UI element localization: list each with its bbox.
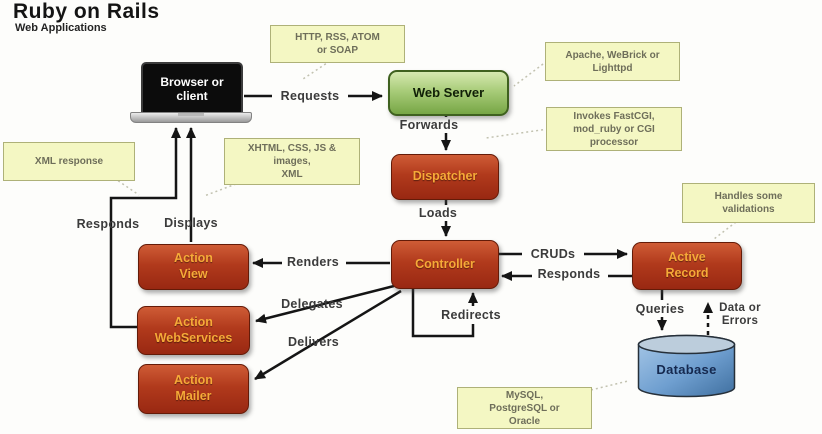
note-invokes: Invokes FastCGI, mod_ruby or CGI process… (546, 107, 682, 151)
edge-label-renders: Renders (286, 255, 340, 269)
arrow-delivers (254, 289, 402, 381)
edge-label-requests: Requests (280, 89, 340, 103)
edge-label-delegates: Delegates (281, 297, 343, 311)
action-webservices-label-line1: Action (174, 314, 213, 329)
action-view-label-line1: Action (174, 251, 213, 266)
action-mailer-label-line2: Mailer (175, 389, 212, 403)
note-link-validations (713, 221, 737, 240)
browser-label-line1: Browser or (160, 74, 224, 89)
note-validations: Handles some validations (682, 183, 815, 223)
action-view-label-line2: View (179, 267, 208, 281)
note-line: MySQL, (505, 389, 544, 401)
note-link-servers (513, 60, 548, 87)
note-servers: Apache, WeBrick or Lighttpd (545, 42, 680, 81)
node-active-record: Active Record (632, 242, 742, 290)
note-link-assets (203, 183, 237, 197)
edge-label-cruds: CRUDs (530, 247, 576, 261)
node-action-view: Action View (138, 244, 249, 290)
laptop-base-icon (130, 112, 252, 123)
note-line: mod_ruby or CGI (573, 123, 655, 135)
node-dispatcher: Dispatcher (391, 154, 499, 200)
edge-label-redirects: Redirects (441, 308, 501, 322)
database-label: Database (656, 362, 717, 377)
note-line: or SOAP (316, 45, 359, 56)
note-line: images, (273, 156, 311, 167)
edge-label-responds-left: Responds (76, 217, 140, 231)
node-controller: Controller (391, 240, 499, 289)
controller-label: Controller (415, 256, 475, 271)
action-webservices-label-line2: WebServices (154, 330, 233, 345)
edge-label-data-or-errors: Data or Errors (714, 302, 766, 328)
edge-label-queries: Queries (635, 302, 685, 316)
data-or-errors-line2: Errors (721, 315, 759, 328)
note-line: Apache, WeBrick or (565, 49, 660, 61)
dispatcher-label: Dispatcher (412, 169, 478, 184)
action-mailer-label-line1: Action (174, 373, 213, 388)
note-xml-response: XML response (3, 142, 135, 181)
arrow-responds-left (109, 127, 181, 329)
edge-label-responds-right: Responds (537, 267, 601, 281)
note-line: PostgreSQL or (489, 402, 560, 414)
note-link-protocols (302, 60, 331, 80)
note-link-databases (590, 380, 629, 391)
data-or-errors-line1: Data or (719, 302, 761, 314)
note-line: validations (722, 204, 775, 215)
diagram-subtitle: Web Applications (15, 22, 107, 34)
note-line: HTTP, RSS, ATOM (295, 32, 380, 43)
database-cylinder-icon (637, 334, 736, 398)
edge-label-displays: Displays (164, 216, 218, 230)
note-line: XHTML, CSS, JS & (247, 143, 337, 154)
edge-label-loads: Loads (418, 206, 458, 220)
note-line: XML response (34, 156, 104, 167)
active-record-label-line2: Record (665, 266, 709, 280)
note-assets: XHTML, CSS, JS & images, XML (224, 138, 360, 185)
edge-label-forwards: Forwards (399, 118, 459, 132)
note-line: Invokes FastCGI, (573, 110, 655, 122)
edge-label-delivers: Delivers (287, 335, 340, 349)
arrow-redirects (411, 288, 475, 338)
note-line: Handles some (714, 191, 783, 202)
diagram-title: Ruby on Rails (13, 0, 160, 23)
note-line: Lighttpd (592, 62, 633, 74)
browser-label-line2: client (176, 89, 208, 103)
active-record-label-line1: Active (668, 250, 706, 265)
node-browser: Browser or client (141, 62, 243, 116)
node-action-webservices: Action WebServices (137, 306, 250, 355)
arrow-delegates (255, 284, 395, 324)
note-databases: MySQL, PostgreSQL or Oracle (457, 387, 592, 429)
note-protocols: HTTP, RSS, ATOM or SOAP (270, 25, 405, 63)
node-action-mailer: Action Mailer (138, 364, 249, 414)
node-database: Database (637, 334, 736, 398)
note-line: Oracle (508, 415, 541, 427)
note-line: processor (589, 136, 639, 148)
note-link-invokes (485, 128, 549, 139)
web-server-label: Web Server (412, 84, 485, 100)
node-web-server: Web Server (388, 70, 509, 116)
note-line: XML (281, 169, 303, 180)
